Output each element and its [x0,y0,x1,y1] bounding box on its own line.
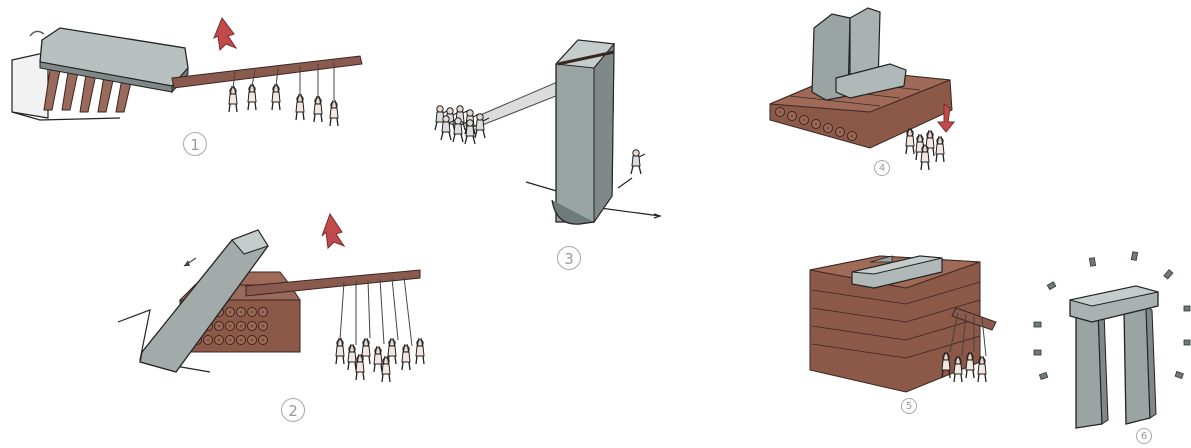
step-2-timber-crib [118,214,424,382]
step-number-5: 5 [901,398,917,414]
step-number-1: 1 [183,132,207,156]
arrow-icon [214,18,236,50]
step-number-3: 3 [557,246,581,270]
step-3-pulling-upright [435,40,660,224]
step-5-lintel-raising [810,256,996,392]
arrow-icon [322,214,344,248]
step-4-platform [770,8,954,170]
step-1-lever-lift [12,18,362,126]
step-number-2: 2 [281,398,305,422]
step-6-completed-trilithon [1034,252,1190,428]
step-number-6: 6 [1136,428,1152,444]
step-number-4: 4 [874,160,890,176]
